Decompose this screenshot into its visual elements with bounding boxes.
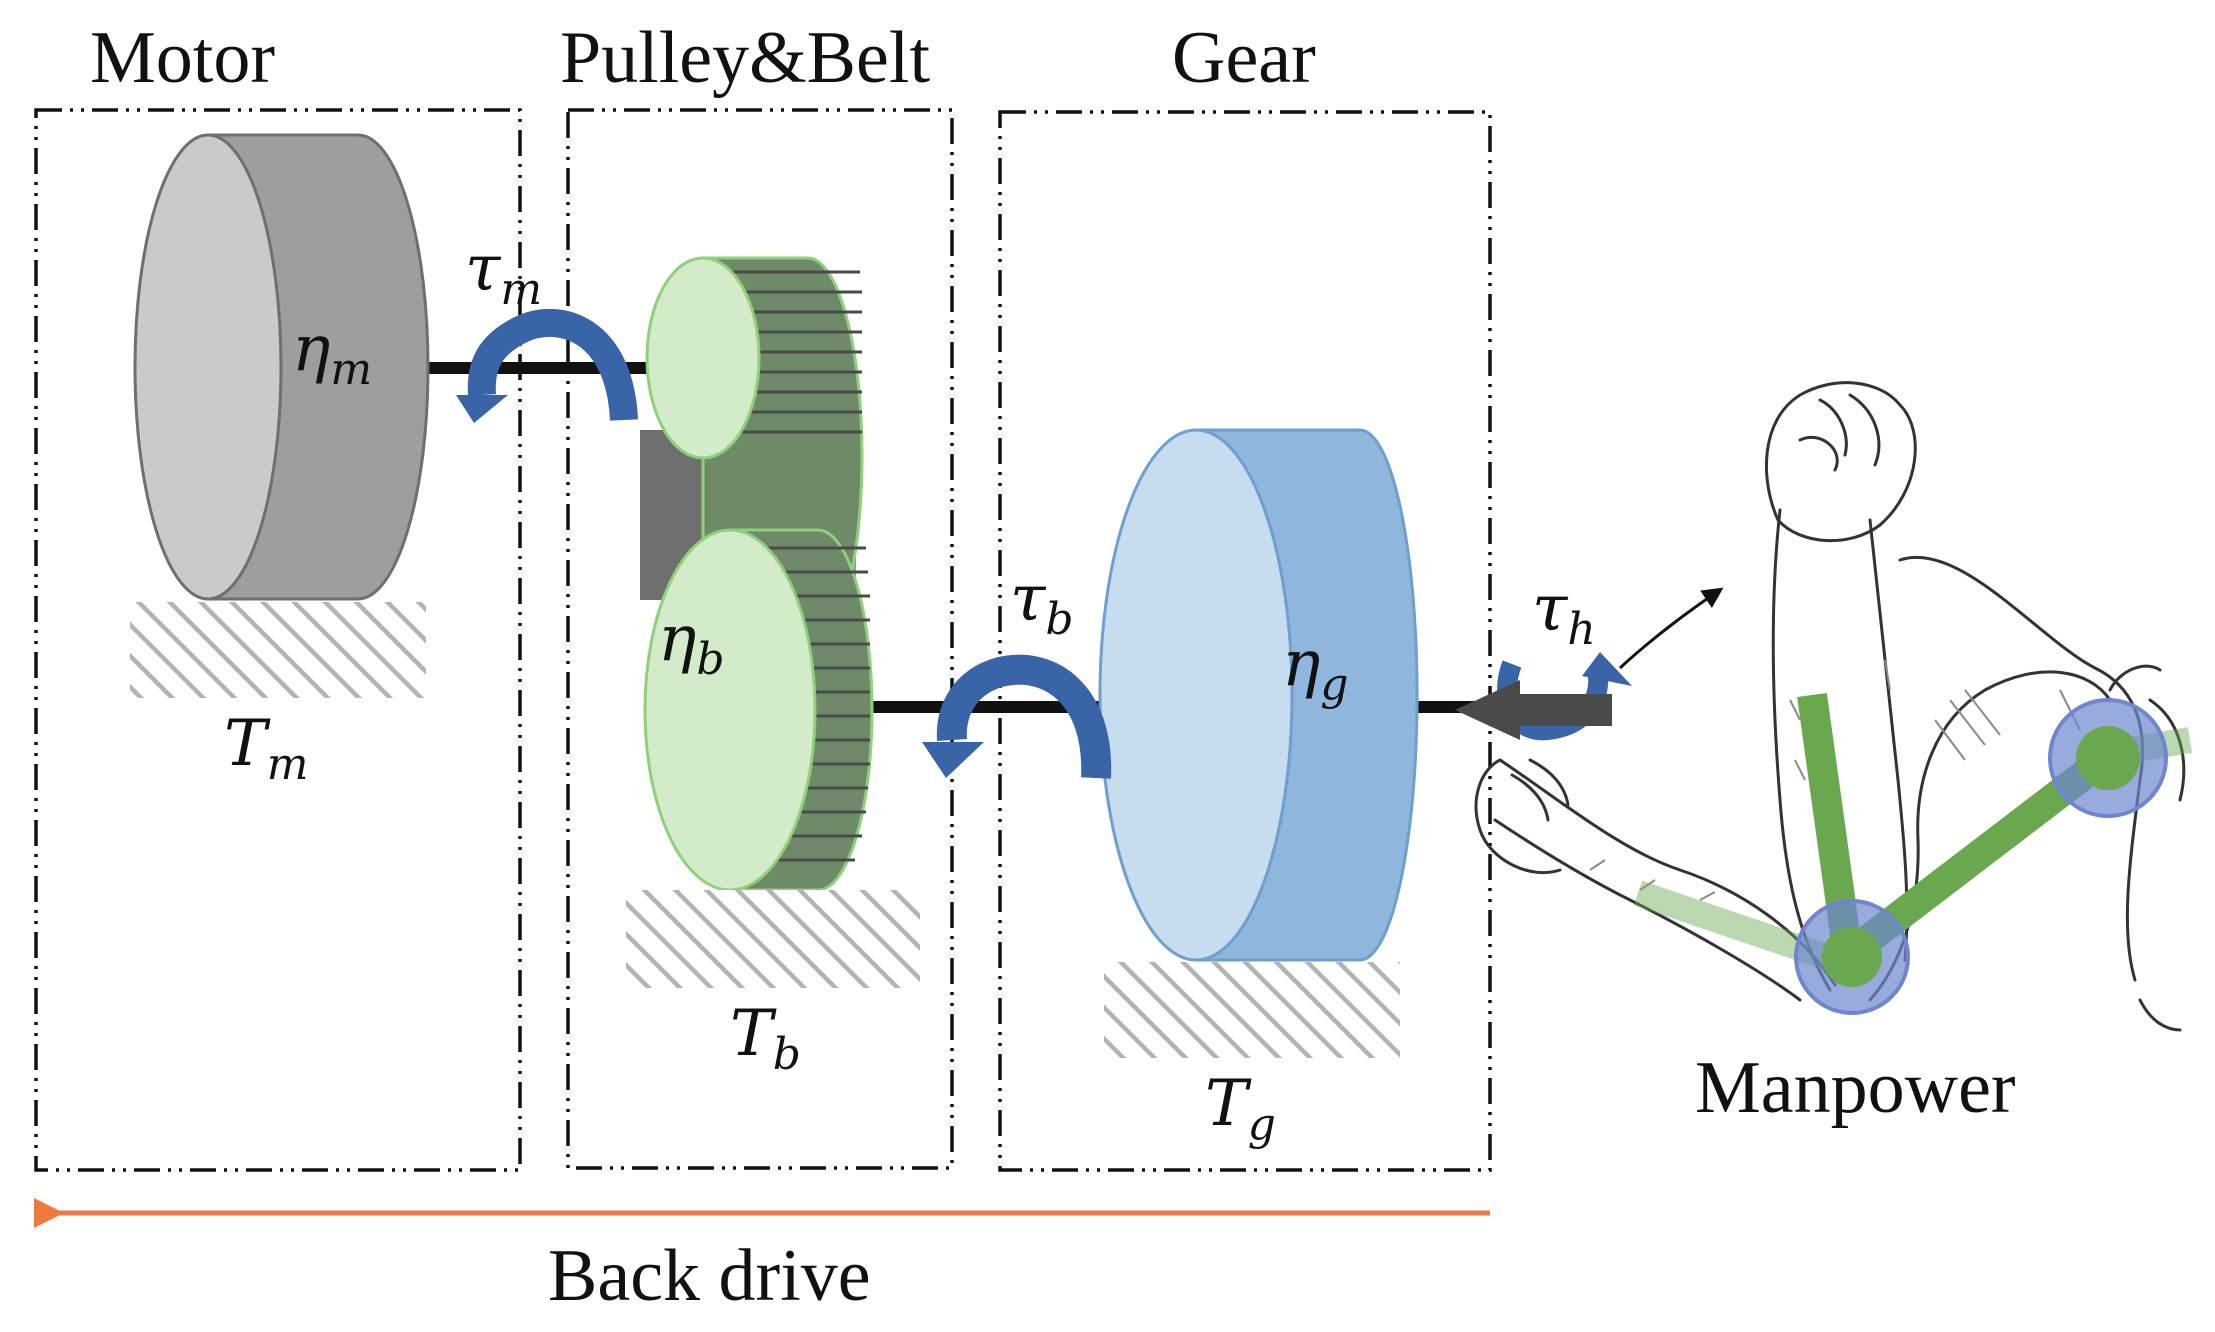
T-m-label: Tm (224, 707, 308, 790)
lower-pulley (643, 528, 874, 892)
gear-title: Gear (1172, 17, 1316, 99)
eta-b-label: ηb (658, 602, 725, 685)
motor-title: Motor (90, 17, 275, 99)
manpower-input-arrow-icon (1455, 680, 1612, 740)
gear-ground-hatch (1104, 962, 1400, 1058)
manpower-label: Manpower (1695, 1047, 2016, 1129)
motor-ground-hatch (130, 602, 426, 698)
tau-b-label: τb (1010, 562, 1074, 645)
limb-overlay (1633, 692, 2193, 1015)
rotation-motion-arrow-icon (1618, 587, 1724, 670)
pulley-ground-hatch (626, 890, 920, 988)
tau-m-torque-arrow-icon (456, 309, 638, 423)
back-drive-label: Back drive (548, 1235, 871, 1317)
arm-sketch-shading (1589, 659, 2081, 901)
motor-section-box (34, 108, 522, 1172)
pulley-section-box (566, 108, 954, 1170)
motor-cylinder (133, 133, 430, 601)
eta-g-label: ηg (1282, 627, 1349, 710)
T-g-label: Tg (1205, 1067, 1276, 1150)
gear-cylinder (1098, 428, 1419, 962)
T-b-label: Tb (730, 997, 801, 1080)
pulley-belt-title: Pulley&Belt (560, 17, 930, 99)
gear-section-box (998, 110, 1492, 1172)
human-arm-illustration (1474, 381, 2186, 1032)
tau-h-label: τh (1532, 572, 1596, 655)
tau-m-label: τm (465, 232, 542, 315)
eta-m-label: ηm (292, 312, 372, 395)
tau-b-torque-arrow-icon (922, 654, 1112, 779)
